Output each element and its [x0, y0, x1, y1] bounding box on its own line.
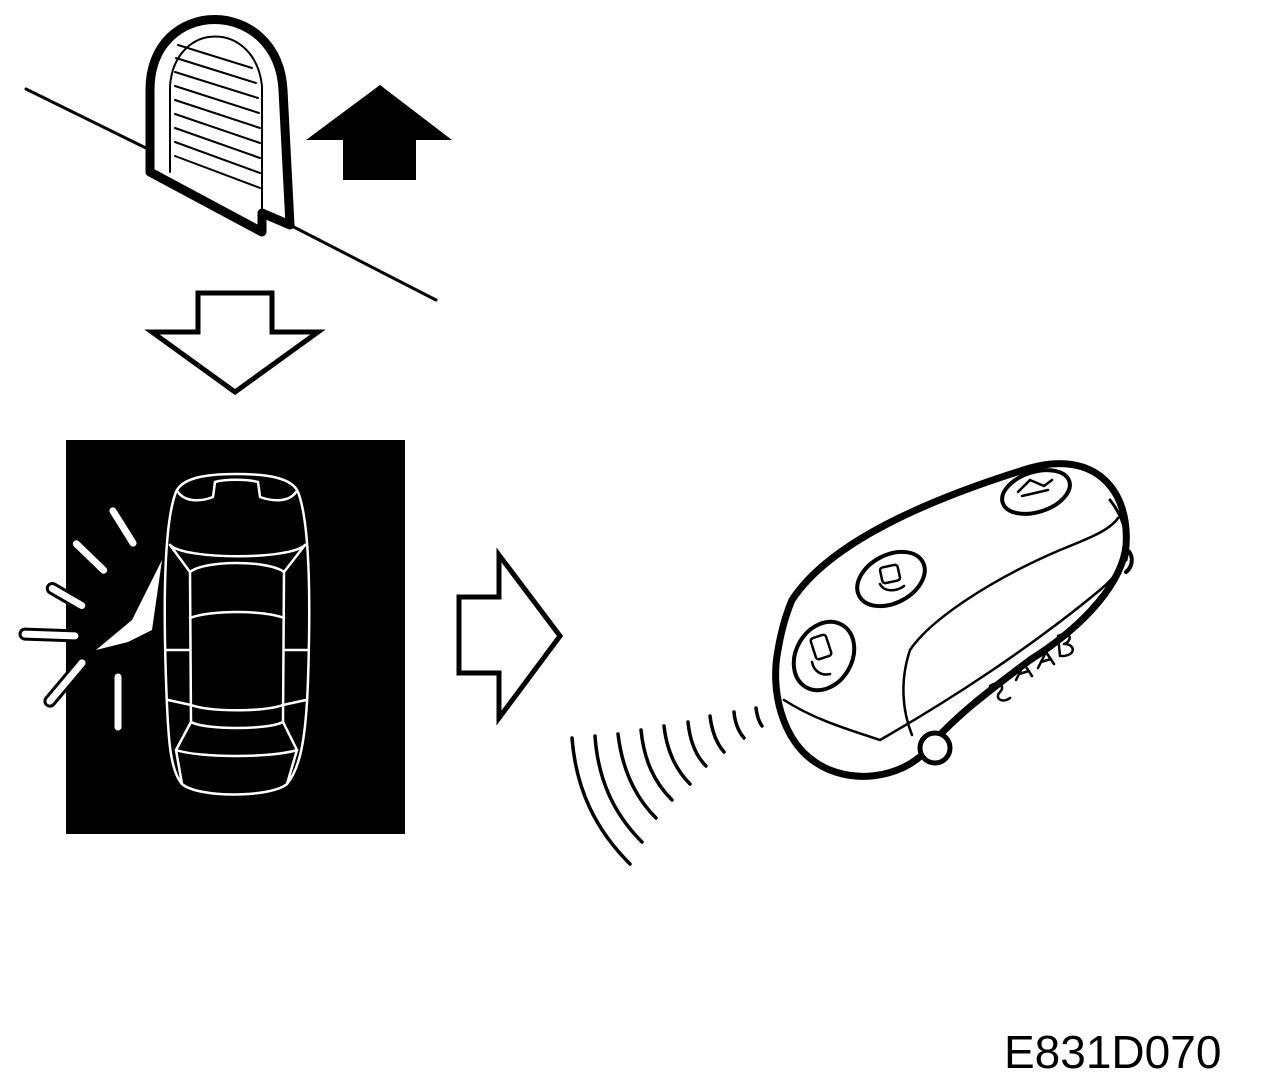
arrow-right-icon: [456, 547, 564, 726]
remote-key-fob-icon: [772, 460, 1134, 780]
door-lock-knob-icon: [24, 15, 438, 302]
arrow-up-icon: [306, 85, 452, 180]
car-flashing-light-icon: [18, 440, 405, 834]
arrow-down-icon: [144, 290, 326, 396]
figure-code-label: E831D070: [1004, 1026, 1222, 1078]
signal-waves-icon: [570, 706, 764, 866]
